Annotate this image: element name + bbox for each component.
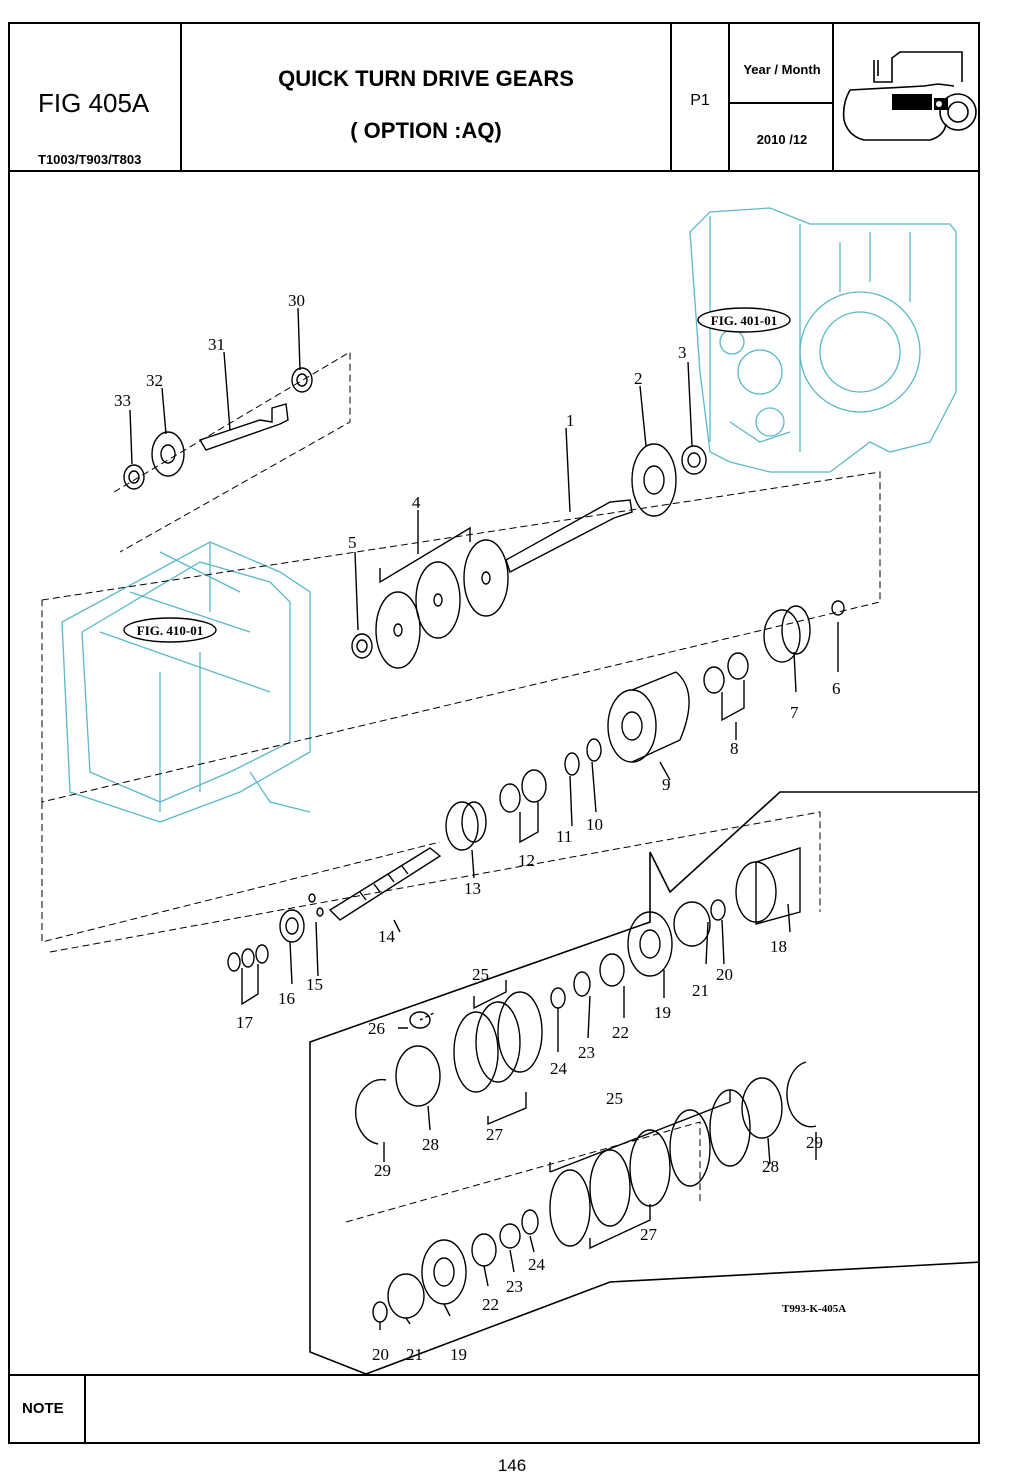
callout-31: 31	[208, 335, 225, 354]
svg-text:23: 23	[506, 1277, 523, 1296]
svg-text:23: 23	[578, 1043, 595, 1062]
callout-30: 30	[288, 291, 305, 310]
inset-callout-numbers: 25 26 27 28 29 24 23 22 19 21 20 25 27 2…	[368, 965, 823, 1364]
svg-text:25: 25	[606, 1089, 623, 1108]
svg-text:24: 24	[550, 1059, 568, 1078]
svg-text:22: 22	[612, 1023, 629, 1042]
svg-text:20: 20	[372, 1345, 389, 1364]
svg-text:FIG. 401-01: FIG. 401-01	[711, 313, 777, 328]
svg-text:19: 19	[654, 1003, 671, 1022]
callout-4: 4	[412, 493, 421, 512]
svg-text:FIG. 410-01: FIG. 410-01	[137, 623, 203, 638]
svg-text:27: 27	[640, 1225, 658, 1244]
fig-number: FIG 405A	[38, 88, 150, 118]
svg-text:25: 25	[472, 965, 489, 984]
svg-text:29: 29	[374, 1161, 391, 1180]
callout-16: 16	[278, 989, 295, 1008]
page-title: QUICK TURN DRIVE GEARS	[278, 66, 574, 91]
exploded-diagram: FIG. 401-01 FIG. 410-01 1 2 3 4 5 6 7 8 …	[10, 172, 983, 1375]
callout-numbers: 1 2 3 4 5 6 7 8 9 10 11 12 13 14 15 16 1…	[114, 291, 841, 1032]
page-code: P1	[690, 92, 710, 109]
ref-label-410: FIG. 410-01	[123, 617, 217, 643]
callout-14: 14	[378, 927, 396, 946]
svg-text:20: 20	[716, 965, 733, 984]
note-label-cell: NOTE	[10, 1376, 86, 1444]
page-frame: FIG 405A T1003/T903/T803 QUICK TURN DRIV…	[8, 22, 983, 1444]
svg-text:29: 29	[806, 1133, 823, 1152]
callout-5: 5	[348, 533, 357, 552]
callout-10: 10	[586, 815, 603, 834]
gear-housing-ref	[61, 541, 311, 823]
callout-13: 13	[464, 879, 481, 898]
callout-8: 8	[730, 739, 739, 758]
page-code-cell: P1	[672, 24, 730, 170]
year-month-cell: Year / Month 2010 /12	[730, 24, 834, 170]
callout-6: 6	[832, 679, 841, 698]
callout-9: 9	[662, 775, 671, 794]
svg-text:21: 21	[406, 1345, 423, 1364]
svg-text:22: 22	[482, 1295, 499, 1314]
tractor-icon	[842, 51, 977, 141]
callout-1: 1	[566, 411, 575, 430]
parts-drawing: FIG. 401-01 FIG. 410-01 1 2 3 4 5 6 7 8 …	[41, 207, 983, 1375]
ref-label-401: FIG. 401-01	[697, 307, 791, 333]
page-number: 146	[497, 1456, 527, 1475]
callout-15: 15	[306, 975, 323, 994]
callout-3: 3	[678, 343, 687, 362]
callout-32: 32	[146, 371, 163, 390]
year-month-value: 2010 /12	[756, 132, 808, 147]
svg-text:27: 27	[486, 1125, 504, 1144]
svg-text:24: 24	[528, 1255, 546, 1274]
callout-7: 7	[790, 703, 799, 722]
assembly-guides	[41, 351, 881, 1223]
fig-cell: FIG 405A T1003/T903/T803	[10, 24, 182, 170]
page-subtitle: ( OPTION :AQ)	[350, 118, 502, 143]
svg-text:26: 26	[368, 1019, 385, 1038]
note-row: NOTE	[10, 1374, 978, 1444]
svg-text:28: 28	[762, 1157, 779, 1176]
svg-text:28: 28	[422, 1135, 439, 1154]
drawing-code: T993-K-405A	[782, 1303, 846, 1315]
transmission-case-ref	[689, 207, 957, 473]
svg-text:19: 19	[450, 1345, 467, 1364]
title-cell: QUICK TURN DRIVE GEARS ( OPTION :AQ)	[182, 24, 672, 170]
parts	[123, 307, 845, 1330]
callout-12: 12	[518, 851, 535, 870]
callout-2: 2	[634, 369, 643, 388]
callout-11: 11	[556, 827, 572, 846]
logo-cell	[834, 24, 978, 170]
note-label: NOTE	[22, 1400, 64, 1417]
callout-17: 17	[236, 1013, 254, 1032]
callout-18: 18	[770, 937, 787, 956]
callout-33: 33	[114, 391, 131, 410]
header: FIG 405A T1003/T903/T803 QUICK TURN DRIV…	[10, 24, 978, 172]
detail-inset-frame	[309, 791, 983, 1375]
svg-text:21: 21	[692, 981, 709, 1000]
year-month-label: Year / Month	[743, 62, 821, 77]
model-list: T1003/T903/T803	[38, 152, 142, 167]
